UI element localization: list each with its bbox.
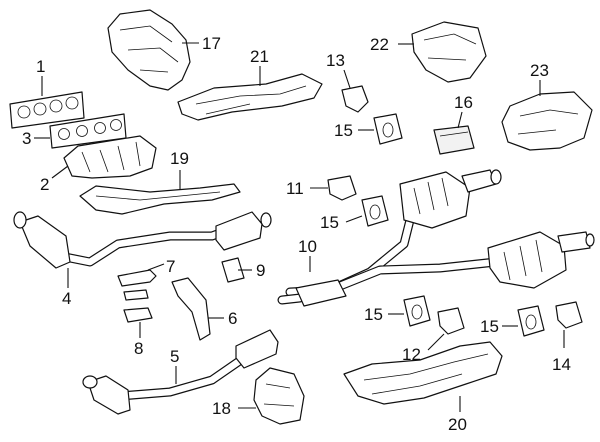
callout-1: 1	[36, 57, 45, 76]
callout-4: 4	[62, 289, 71, 308]
part-23-heat-shield	[501, 91, 593, 151]
callout-23: 23	[530, 61, 549, 80]
part-10-rear-exhaust-assembly	[277, 169, 595, 307]
callout-17: 17	[202, 34, 221, 53]
callout-21: 21	[250, 47, 269, 66]
callout-15a: 15	[334, 121, 353, 140]
leader-16	[457, 111, 463, 129]
callout-6: 6	[228, 309, 237, 328]
part-5-front-pipe	[82, 329, 279, 415]
callout-15b: 15	[320, 213, 339, 232]
part-2-exhaust-manifold	[63, 135, 157, 179]
callout-16: 16	[454, 93, 473, 112]
part-17-heat-shield	[107, 9, 191, 91]
part-1-manifold-gasket	[9, 91, 85, 129]
callout-5: 5	[170, 347, 179, 366]
part-15-rubber-hanger-d	[517, 305, 545, 337]
part-7-bracket	[117, 269, 157, 287]
callout-12: 12	[402, 345, 421, 364]
part-22-heat-shield	[411, 21, 487, 83]
part-15-rubber-hanger-a	[373, 113, 403, 145]
part-12-clamp	[437, 307, 465, 335]
callout-10: 10	[298, 237, 317, 256]
callout-11: 11	[286, 179, 304, 198]
part-15-rubber-hanger-b	[361, 195, 389, 227]
part-8-bracket	[123, 289, 153, 323]
callout-13: 13	[326, 51, 345, 70]
part-13-clamp	[341, 85, 369, 113]
callout-2: 2	[40, 175, 49, 194]
callout-14: 14	[552, 355, 571, 374]
part-11-clamp	[327, 175, 357, 201]
callout-9: 9	[256, 261, 265, 280]
leader-13	[343, 69, 351, 89]
part-9-hanger	[221, 257, 245, 283]
callout-15d: 15	[480, 317, 499, 336]
callout-20: 20	[448, 415, 467, 434]
leader-15b	[345, 215, 363, 223]
part-6-support-bracket	[171, 277, 211, 341]
leader-2	[51, 165, 69, 179]
callout-7: 7	[166, 257, 175, 276]
callout-8: 8	[134, 339, 143, 358]
part-20-heat-shield	[343, 341, 503, 405]
callout-3: 3	[22, 129, 31, 148]
part-18-heat-shield	[253, 367, 305, 425]
part-19-heat-shield	[79, 183, 241, 215]
callout-18: 18	[212, 399, 231, 418]
part-4-front-pipe-converter	[13, 211, 272, 269]
part-15-rubber-hanger-c	[403, 295, 431, 327]
leader-7	[147, 263, 165, 271]
part-16-module	[433, 125, 475, 155]
leader-12	[427, 333, 445, 351]
part-21-heat-shield	[177, 73, 323, 121]
callout-22: 22	[370, 35, 389, 54]
callout-15c: 15	[364, 305, 383, 324]
callout-19: 19	[170, 149, 189, 168]
part-14-clamp	[555, 301, 583, 329]
